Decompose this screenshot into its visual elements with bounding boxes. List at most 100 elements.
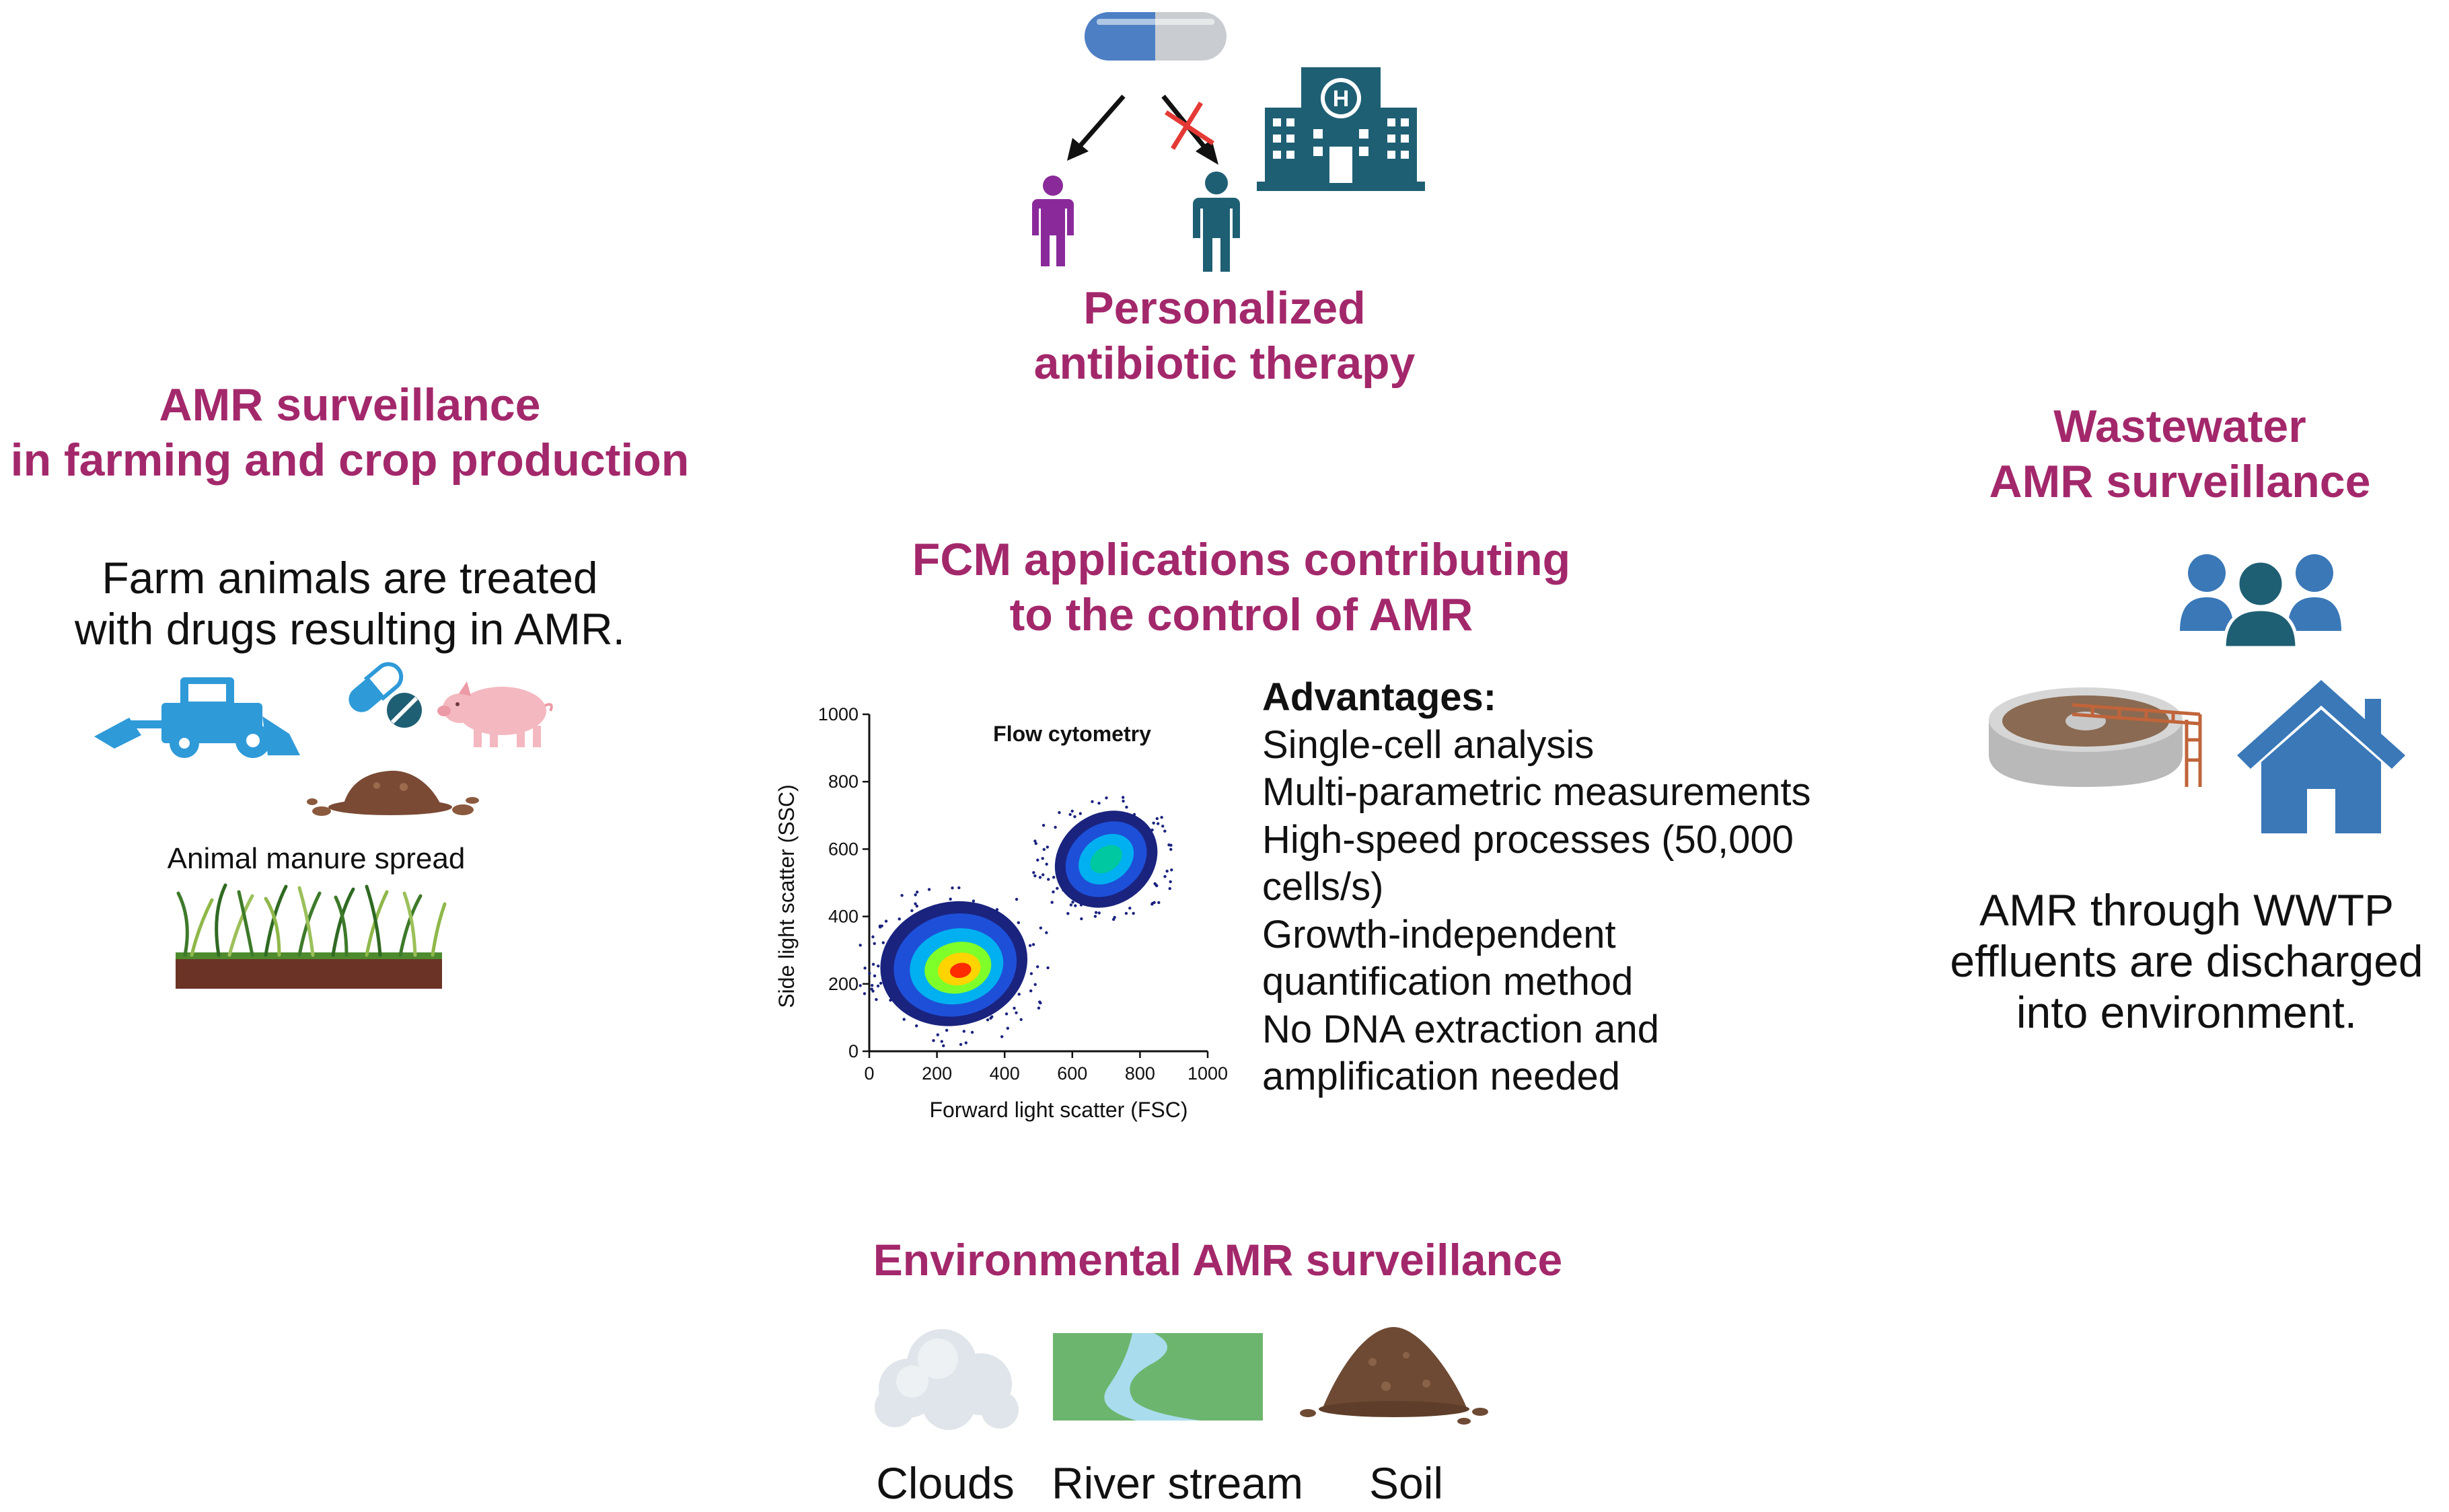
event-dot <box>1032 871 1035 874</box>
tractor-icon <box>94 677 300 758</box>
title-line: AMR surveillance <box>1989 455 2371 507</box>
event-dot <box>927 888 931 891</box>
event-dot <box>1013 1006 1016 1010</box>
pill-icon <box>349 662 422 728</box>
event-dot <box>1062 889 1065 892</box>
event-dot <box>868 972 871 975</box>
event-dot <box>1045 931 1048 934</box>
event-dot <box>1083 902 1086 905</box>
advantage-line: cells/s) <box>1262 865 1384 909</box>
event-dot <box>884 919 888 923</box>
event-dot <box>910 909 914 913</box>
event-dot <box>877 965 880 968</box>
event-dot <box>1046 845 1050 849</box>
event-dot <box>1156 822 1160 825</box>
event-dot <box>1031 943 1035 946</box>
fcm-title: FCM applications contributing to the con… <box>875 533 1608 642</box>
event-dot <box>881 941 885 944</box>
event-dot <box>1132 911 1135 915</box>
event-dot <box>1033 839 1037 843</box>
people-group-icon <box>2180 554 2341 650</box>
event-dot <box>873 974 877 978</box>
event-dot <box>1169 847 1173 852</box>
event-dot <box>1039 1001 1042 1005</box>
event-dot <box>1155 817 1159 821</box>
title-line: to the control of AMR <box>1009 589 1473 640</box>
event-dot <box>951 886 954 890</box>
event-dot <box>964 1041 968 1045</box>
event-dot <box>959 1043 963 1047</box>
event-dot <box>1157 901 1161 905</box>
advantage-line: Single-cell analysis <box>1262 722 1595 767</box>
event-dot <box>863 992 867 995</box>
event-dot <box>1033 983 1037 986</box>
event-dot <box>1160 816 1163 819</box>
y-tick-label: 200 <box>828 974 858 994</box>
title-line: FCM applications contributing <box>912 534 1571 585</box>
y-tick-label: 400 <box>828 907 858 927</box>
title-line: AMR surveillance <box>159 379 541 430</box>
event-dot <box>986 1018 990 1022</box>
x-axis-label: Forward light scatter (FSC) <box>929 1098 1187 1122</box>
event-dot <box>1137 819 1141 822</box>
hospital-icon: H <box>1257 67 1425 191</box>
advantage-line: amplification needed <box>1262 1055 1621 1098</box>
event-dot <box>902 1018 906 1021</box>
advantage-line: Growth-independent <box>1262 912 1616 956</box>
event-dot <box>1042 847 1046 852</box>
event-dot <box>873 942 876 946</box>
event-dot <box>1056 886 1059 890</box>
grass-icon <box>176 883 447 989</box>
event-dot <box>878 924 882 928</box>
event-dot <box>1091 800 1094 804</box>
event-dot <box>1093 915 1097 918</box>
event-dot <box>1004 1012 1009 1016</box>
event-dot <box>1068 812 1072 817</box>
body-line: into environment. <box>2016 987 2357 1037</box>
body-line: effluents are discharged <box>1950 936 2423 986</box>
event-dot <box>1097 801 1101 805</box>
farming-surveillance-title: AMR surveillance in farming and crop pro… <box>0 378 700 488</box>
house-icon <box>2237 680 2405 833</box>
pig-icon <box>437 681 553 747</box>
x-tick-label: 400 <box>990 1063 1020 1084</box>
advantage-line: No DNA extraction and <box>1262 1007 1659 1051</box>
event-dot <box>1113 915 1116 919</box>
event-dot <box>962 1030 966 1033</box>
event-dot <box>1074 904 1077 907</box>
event-dot <box>1128 907 1132 910</box>
event-dot <box>1033 874 1037 878</box>
event-dot <box>870 983 874 987</box>
event-dot <box>1073 815 1076 819</box>
event-dot <box>915 891 919 894</box>
event-dot <box>1047 878 1050 881</box>
event-dot <box>1038 876 1042 879</box>
title-line: in farming and crop production <box>10 434 690 486</box>
event-dot <box>1069 903 1073 907</box>
event-dot <box>1132 812 1136 817</box>
event-dot <box>995 908 999 911</box>
personalized-therapy-title: Personalized antibiotic therapy <box>989 281 1460 391</box>
title-line: Wastewater <box>2053 401 2306 452</box>
event-dot <box>942 1044 945 1048</box>
event-dot <box>875 997 878 1001</box>
event-dot <box>876 984 880 988</box>
cloud-icon <box>875 1329 1019 1430</box>
event-dot <box>1036 858 1039 862</box>
advantage-line: quantification method <box>1262 960 1634 1004</box>
event-dot <box>945 1028 949 1032</box>
event-dot <box>915 905 919 908</box>
svg-text:H: H <box>1333 86 1350 112</box>
event-dot <box>1155 884 1159 888</box>
event-dot <box>1122 799 1125 803</box>
event-dot <box>1163 875 1167 878</box>
river-icon <box>1053 1333 1263 1421</box>
y-tick-label: 800 <box>828 771 858 792</box>
event-dot <box>889 998 892 1002</box>
env-label-river: River stream <box>1051 1458 1304 1508</box>
event-dot <box>1029 972 1033 975</box>
x-tick-label: 200 <box>922 1063 952 1084</box>
blocked-arrow-icon <box>1161 94 1218 165</box>
y-tick-label: 600 <box>828 839 858 859</box>
event-dot <box>1070 809 1074 813</box>
